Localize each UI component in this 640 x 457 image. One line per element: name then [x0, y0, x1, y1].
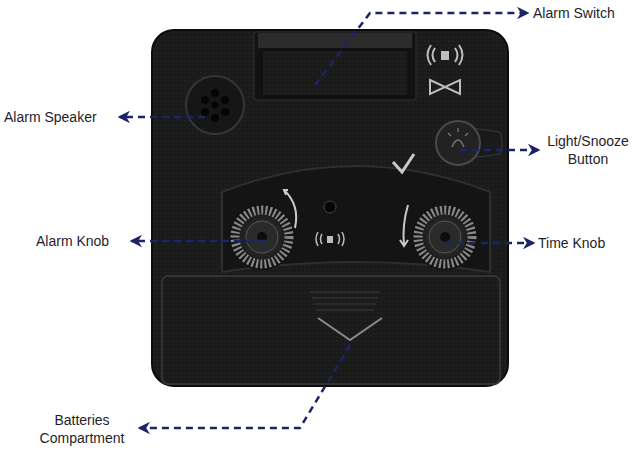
leader-line	[315, 13, 527, 85]
leader-line	[460, 149, 538, 152]
part-label: Batteries Compartment	[28, 411, 136, 447]
leader-line	[120, 116, 205, 119]
part-label: Alarm Knob	[36, 232, 109, 250]
leader-line	[140, 345, 350, 428]
part-label: Light/Snooze Button	[540, 132, 636, 168]
leader-line	[132, 240, 265, 243]
part-label: Time Knob	[538, 234, 605, 252]
part-label: Alarm Switch	[533, 4, 615, 22]
leader-line	[445, 242, 533, 245]
part-label: Alarm Speaker	[4, 108, 97, 126]
